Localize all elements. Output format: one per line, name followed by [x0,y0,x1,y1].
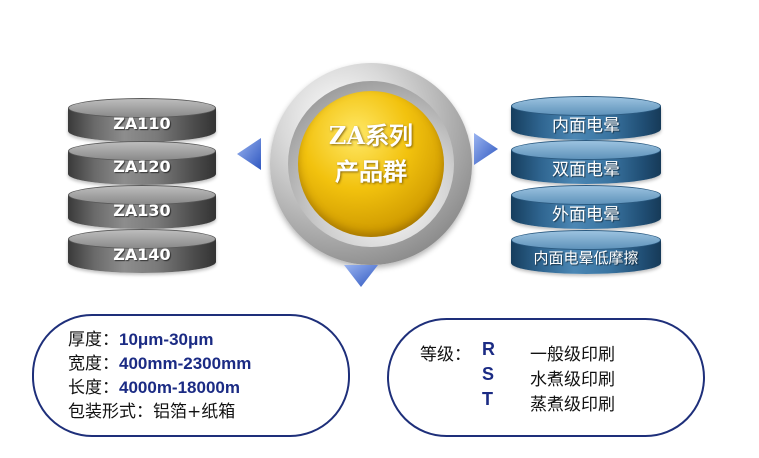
arrow-down-icon [344,265,378,287]
grade-panel [387,318,705,437]
medallion-line1: ZA系列 [328,121,414,150]
disk-label: 内面电晕低摩擦 [533,249,639,267]
disk-label: ZA140 [113,245,171,264]
spec-label: 宽度： [68,354,119,374]
disk-label: 内面电晕 [552,116,620,136]
spec-thickness: 厚度：10μm-30μm [68,328,214,352]
grade-desc-s: 水煮级印刷 [530,370,615,390]
spec-value: 铝箔+纸箱 [153,402,236,422]
grade-desc-r: 一般级印刷 [530,345,615,365]
disk-label: ZA120 [113,157,171,176]
spec-label: 长度： [68,378,119,398]
spec-length: 长度：4000m-18000m [68,376,240,400]
grade-code-s: S [482,364,495,384]
disk-label: 外面电晕 [552,205,620,225]
spec-panel [32,314,350,437]
medallion-gold-disc [298,91,444,237]
grade-code-r: R [482,339,495,359]
grade-title: 等级： [420,345,471,365]
disk-label: ZA130 [113,201,171,220]
arrow-right-icon [474,133,498,165]
spec-packaging: 包装形式：铝箔+纸箱 [68,400,235,424]
spec-label: 厚度： [68,330,119,350]
spec-value: 400mm-2300mm [119,354,252,373]
arrow-left-icon [237,138,261,170]
medallion-line2: 产品群 [335,157,407,186]
spec-label: 包装形式： [68,402,153,422]
disk-label: ZA110 [113,114,171,133]
spec-width: 宽度：400mm-2300mm [68,352,251,376]
spec-value: 10μm-30μm [119,330,214,349]
medallion-title: ZA系列 产品群 [298,118,444,190]
grade-desc-t: 蒸煮级印刷 [530,395,615,415]
grade-code-t: T [482,389,493,409]
spec-value: 4000m-18000m [119,378,240,397]
disk-label: 双面电晕 [552,160,620,180]
